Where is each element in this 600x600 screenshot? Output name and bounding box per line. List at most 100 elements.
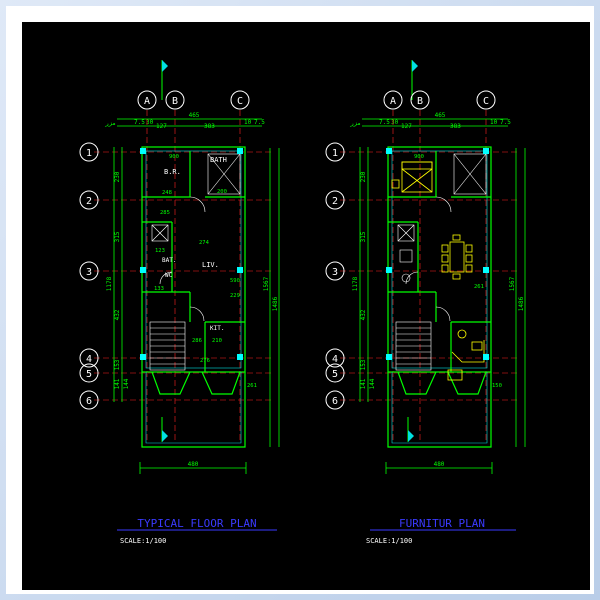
left-dimensions: 230 315 432 1178 153 141 144	[106, 147, 130, 402]
plan-scale: SCALE:1/100	[366, 537, 412, 545]
nightstand	[391, 179, 400, 189]
dim-seg: 10	[490, 119, 498, 126]
entry-marker	[407, 417, 414, 442]
dim-prefix: مزر	[104, 120, 116, 127]
room-bath-label: BATH	[210, 156, 227, 164]
inner-dim: 274	[199, 240, 210, 246]
image-frame: A B C 465 مزر 7.5 30 1	[6, 6, 594, 594]
right-dimensions: 1567 1486	[509, 148, 526, 447]
dim-seg: 7.5	[134, 119, 145, 126]
dim-prefix: مزر	[349, 120, 361, 127]
room-kitchen-label: KIT.	[210, 325, 224, 332]
walls	[141, 146, 246, 448]
inner-dim: 590	[230, 278, 240, 284]
dim-seg: 7.5	[500, 119, 511, 126]
bottom-dimension: 480	[139, 461, 247, 474]
kitchen-counter	[447, 329, 485, 381]
inner-dim: 900	[414, 154, 424, 160]
dim-left: 315	[360, 231, 367, 242]
north-marker	[411, 60, 418, 100]
inner-dim: 229	[230, 293, 240, 299]
row-label: 6	[332, 396, 338, 407]
row-label: 5	[86, 369, 92, 380]
dim-left: 153	[114, 359, 121, 370]
dim-seg: 30	[391, 119, 399, 126]
dim-total: 465	[435, 112, 446, 119]
inner-dim: 261	[474, 284, 484, 290]
inner-dimensions: 900 150 261	[414, 154, 502, 389]
cad-drawing-canvas: A B C 465 مزر 7.5 30 1	[22, 22, 590, 590]
column-axis-b: B	[165, 90, 185, 110]
column-axis-c: C	[476, 90, 496, 110]
doors	[159, 196, 206, 322]
dim-left: 230	[360, 171, 367, 182]
room-wc-label: WC	[165, 272, 173, 279]
right-dimensions: 1567 1486	[263, 148, 280, 447]
row-label: 3	[86, 267, 92, 278]
dim-seg: 127	[401, 123, 412, 130]
stair	[149, 321, 186, 371]
row-bubbles: 1 2 3 4 5 6	[79, 142, 99, 410]
inner-dim: 286	[192, 338, 202, 344]
column-label: C	[237, 96, 243, 107]
column-axis-c: C	[230, 90, 250, 110]
row-label: 4	[332, 354, 338, 365]
dim-left: 144	[123, 378, 130, 389]
dim-left: 1178	[352, 276, 359, 291]
dim-left: 141	[360, 378, 367, 389]
dim-left: 1178	[106, 276, 113, 291]
dim-left: 144	[369, 378, 376, 389]
dim-seg: 127	[156, 123, 167, 130]
inner-dim: 210	[212, 338, 222, 344]
shaft	[397, 153, 487, 242]
dim-seg: 383	[204, 123, 215, 130]
plan-title: FURNITUR PLAN	[399, 517, 485, 530]
dim-seg: 7.5	[379, 119, 390, 126]
shaft	[151, 153, 241, 242]
dim-right: 1567	[263, 276, 270, 291]
dim-right: 1567	[509, 276, 516, 291]
dim-left: 230	[114, 171, 121, 182]
row-label: 3	[332, 267, 338, 278]
dim-seg: 383	[450, 123, 461, 130]
row-label: 1	[86, 148, 92, 159]
dim-bottom: 480	[188, 461, 199, 468]
room-bat-label: BAT.	[162, 257, 176, 264]
inner-dim: 150	[492, 383, 502, 389]
row-label: 1	[332, 148, 338, 159]
inner-dim: 276	[200, 358, 210, 364]
dim-left: 141	[114, 378, 121, 389]
entry-marker	[161, 417, 168, 442]
column-axis-a: A	[383, 90, 403, 110]
dim-seg: 7.5	[254, 119, 265, 126]
column-label: A	[144, 96, 150, 107]
dim-right: 1486	[518, 296, 525, 311]
inner-dim: 123	[155, 248, 165, 254]
bed	[401, 161, 433, 193]
room-bedroom-label: B.R.	[164, 168, 181, 176]
columns	[140, 148, 243, 360]
inner-dim: 900	[169, 154, 179, 160]
column-label: A	[390, 96, 396, 107]
dim-left: 432	[360, 309, 367, 320]
dim-seg: 30	[146, 119, 154, 126]
stair	[395, 321, 432, 371]
dim-left: 432	[114, 309, 121, 320]
inner-dim: 285	[160, 210, 170, 216]
inner-dim: 248	[162, 190, 172, 196]
toilet	[399, 249, 413, 283]
top-dimensions: 465 مزر 7.5 30 127 383 10 7.5	[349, 112, 511, 130]
cad-drawing: A B C 465 مزر 7.5 30 1	[79, 60, 526, 545]
column-axis-b: B	[410, 90, 430, 110]
room-labels: B.R. BATH LIV. BAT. KIT. WC	[162, 156, 227, 332]
dim-left: 153	[360, 359, 367, 370]
bottom-dimension: 480	[385, 461, 493, 474]
row-label: 4	[86, 354, 92, 365]
dim-left: 315	[114, 231, 121, 242]
room-living-label: LIV.	[202, 261, 219, 269]
dim-seg: 10	[244, 119, 252, 126]
doors	[405, 196, 452, 322]
columns	[386, 148, 489, 360]
row-label: 5	[332, 369, 338, 380]
furniture-plan: A B C 465 مزر 7.5 30 127	[325, 60, 526, 545]
